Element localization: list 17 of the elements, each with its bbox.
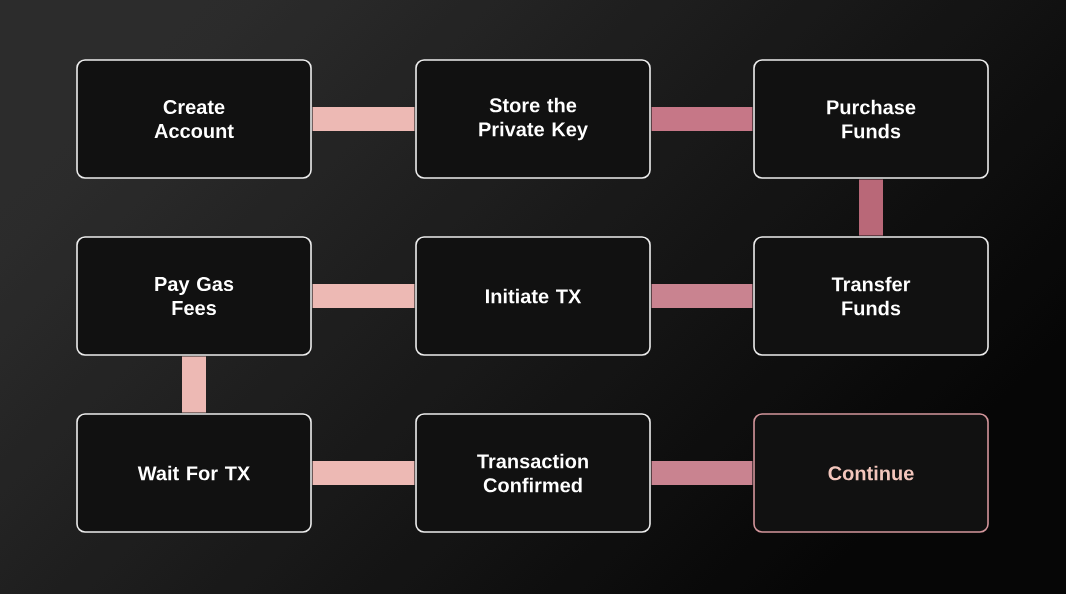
connector-band xyxy=(312,107,415,131)
process-box: Store the Private Key xyxy=(415,59,651,179)
connector-band xyxy=(312,461,415,485)
process-box: Pay Gas Fees xyxy=(76,236,312,356)
connector-band xyxy=(651,461,753,485)
connector-band xyxy=(651,284,753,308)
process-box: Create Account xyxy=(76,59,312,179)
process-box: Initiate TX xyxy=(415,236,651,356)
process-box: Continue xyxy=(753,413,989,533)
process-box: Transfer Funds xyxy=(753,236,989,356)
process-box: Wait For TX xyxy=(76,413,312,533)
connector-band xyxy=(651,107,753,131)
connector-band xyxy=(859,179,883,236)
process-box: Purchase Funds xyxy=(753,59,989,179)
process-box: Transaction Confirmed xyxy=(415,413,651,533)
connector-band xyxy=(182,356,206,413)
connector-band xyxy=(312,284,415,308)
